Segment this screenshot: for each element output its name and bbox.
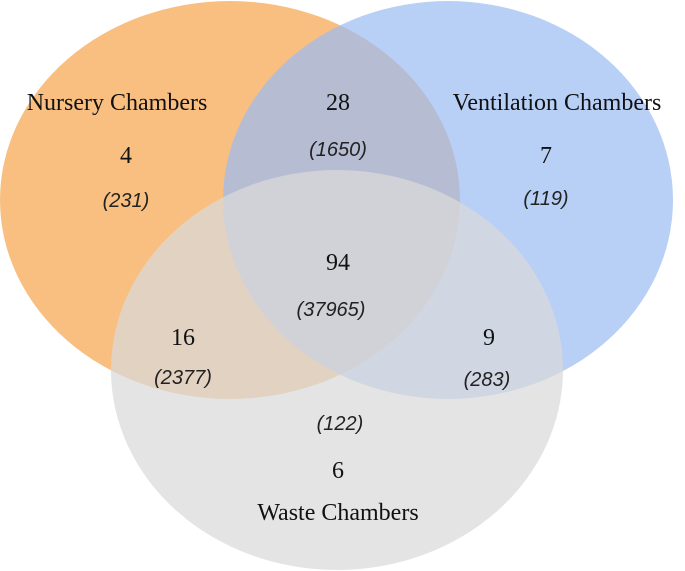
ventilation-only-count: 7: [540, 143, 552, 169]
all-three-count: 94: [326, 250, 350, 276]
nursery-chambers-label: Nursery Chambers: [27, 90, 208, 116]
nursery-only-count: 4: [120, 143, 132, 169]
ventilation-chambers-label: Ventilation Chambers: [453, 90, 662, 116]
waste-chambers-circle: [111, 170, 563, 570]
nursery-waste-reads: (2377): [154, 367, 212, 389]
ventilation-only-reads: (119): [523, 188, 568, 210]
ventilation-waste-count: 9: [483, 325, 495, 351]
nursery-ventilation-reads: (1650): [309, 139, 367, 161]
all-three-reads: (37965): [297, 299, 366, 321]
waste-only-reads: (122): [317, 413, 364, 435]
ventilation-waste-reads: (283): [464, 369, 511, 391]
waste-chambers-label: Waste Chambers: [257, 500, 418, 526]
nursery-only-reads: (231): [103, 190, 150, 212]
nursery-waste-count: 16: [171, 325, 195, 351]
nursery-ventilation-count: 28: [326, 90, 350, 116]
waste-only-count: 6: [332, 458, 344, 484]
